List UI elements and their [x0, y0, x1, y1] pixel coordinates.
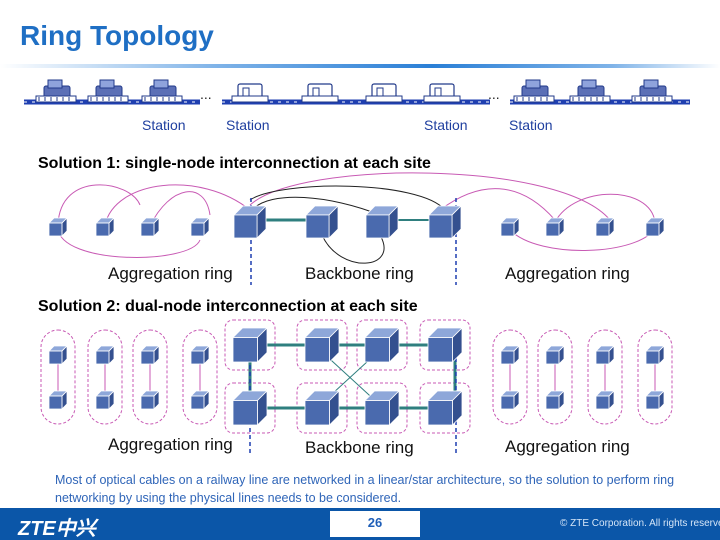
page-number: 26: [367, 515, 383, 530]
network-node-icon: [48, 217, 68, 237]
station-equipment-icon: [365, 83, 403, 103]
station-equipment-icon: [231, 83, 269, 103]
network-node-icon: [190, 390, 210, 410]
network-node-icon: [500, 217, 520, 237]
network-node-icon: [95, 390, 115, 410]
site-enclosure: [40, 329, 76, 425]
backbone-ring-label: Backbone ring: [305, 264, 414, 283]
site-enclosure: [537, 329, 573, 425]
network-node-icon: [427, 390, 463, 426]
network-node-icon: [232, 327, 268, 363]
network-node-icon: [233, 205, 267, 239]
network-node-icon: [95, 217, 115, 237]
solution2-heading: Solution 2: dual-node interconnection at…: [38, 298, 418, 315]
site-enclosure: [132, 329, 168, 425]
aggregation-ring-label: Aggregation ring: [108, 264, 233, 283]
site-enclosure: [637, 329, 673, 425]
site-enclosure: [87, 329, 123, 425]
station-equipment-icon: [141, 79, 183, 103]
aggregation-ring-label: Aggregation ring: [505, 264, 630, 283]
site-enclosure: [492, 329, 528, 425]
network-node-icon: [645, 217, 665, 237]
station-equipment-icon: [513, 79, 555, 103]
network-node-icon: [232, 390, 268, 426]
site-enclosure: [224, 319, 276, 371]
network-node-icon: [364, 390, 400, 426]
network-node-icon: [190, 345, 210, 365]
network-node-icon: [500, 390, 520, 410]
zte-logo: ZTE中兴: [18, 518, 96, 540]
station-equipment-icon: [631, 79, 673, 103]
network-node-icon: [304, 390, 340, 426]
aggregation-ring-label: Aggregation ring: [505, 437, 630, 456]
network-node-icon: [364, 327, 400, 363]
network-node-icon: [645, 345, 665, 365]
network-node-icon: [595, 217, 615, 237]
ellipsis: ...: [488, 86, 500, 102]
station-equipment-icon: [569, 79, 611, 103]
network-node-icon: [140, 345, 160, 365]
station-equipment-icon: [301, 83, 339, 103]
network-node-icon: [190, 217, 210, 237]
solution1-heading: Solution 1: single-node interconnection …: [38, 155, 431, 172]
station-equipment-icon: [423, 83, 461, 103]
site-enclosure: [587, 329, 623, 425]
backbone-ring-label: Backbone ring: [305, 438, 414, 457]
station-label: Station: [226, 117, 270, 133]
network-node-icon: [140, 390, 160, 410]
station-label: Station: [424, 117, 468, 133]
network-node-icon: [365, 205, 399, 239]
network-node-icon: [645, 390, 665, 410]
station-equipment-icon: [35, 79, 77, 103]
page-title: Ring Topology: [20, 20, 214, 51]
network-node-icon: [595, 345, 615, 365]
network-node-icon: [545, 390, 565, 410]
network-node-icon: [545, 217, 565, 237]
network-node-icon: [48, 345, 68, 365]
footnote: Most of optical cables on a railway line…: [55, 473, 675, 505]
network-node-icon: [500, 345, 520, 365]
ellipsis: ...: [200, 86, 212, 102]
aggregation-ring-label: Aggregation ring: [108, 435, 233, 454]
station-label: Station: [142, 117, 186, 133]
station-label: Station: [509, 117, 553, 133]
network-node-icon: [304, 327, 340, 363]
network-node-icon: [95, 345, 115, 365]
network-node-icon: [305, 205, 339, 239]
page-number-box: [330, 511, 420, 537]
station-equipment-icon: [87, 79, 129, 103]
site-enclosure: [182, 329, 218, 425]
network-node-icon: [595, 390, 615, 410]
solution1-diagram: [48, 172, 665, 285]
network-node-icon: [427, 327, 463, 363]
network-node-icon: [428, 205, 462, 239]
title-divider: [0, 64, 720, 68]
network-node-icon: [140, 217, 160, 237]
station-icons: [35, 79, 673, 103]
solution2-diagram: [40, 319, 673, 455]
network-node-icon: [545, 345, 565, 365]
copyright: © ZTE Corporation. All rights reserved: [560, 518, 720, 529]
network-node-icon: [48, 390, 68, 410]
